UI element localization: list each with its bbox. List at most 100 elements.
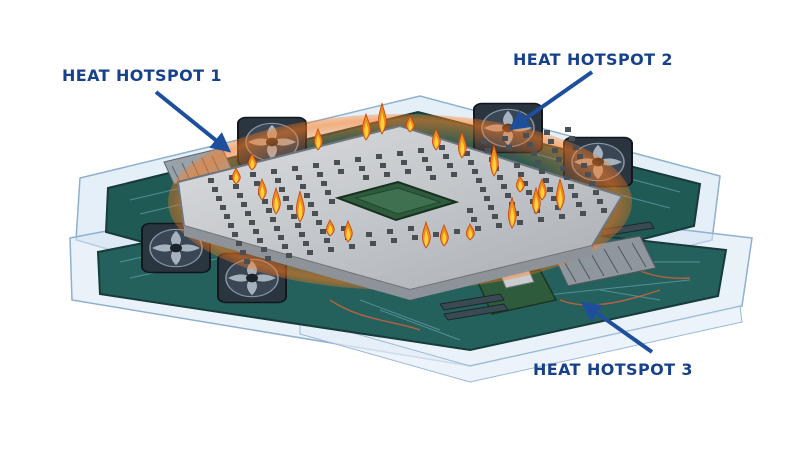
heatsink-pin [577, 154, 583, 159]
heatsink-pin [451, 172, 457, 177]
heatsink-pin [439, 145, 445, 150]
heatsink-pin [480, 187, 486, 192]
flame-icon [421, 220, 431, 249]
heatsink-pin [552, 148, 558, 153]
heatsink-pin [405, 169, 411, 174]
heatsink-pin [467, 208, 473, 213]
heatsink-pin [573, 145, 579, 150]
heatsink-pin [501, 184, 507, 189]
heatsink-pin [224, 214, 230, 219]
heatsink-pin [522, 181, 528, 186]
heatsink-pin [363, 175, 369, 180]
heatsink-pin [236, 241, 242, 246]
flame-icon [247, 153, 257, 171]
heatsink-pin [543, 178, 549, 183]
heatsink-pin [476, 178, 482, 183]
heatsink-pin [355, 157, 361, 162]
heatsink-pin [279, 187, 285, 192]
heatsink-pin [548, 139, 554, 144]
flame-icon [231, 167, 241, 185]
flame-icon [405, 115, 415, 133]
flame-icon [271, 186, 281, 215]
heatsink-pin [349, 244, 355, 249]
heatsink-pin [481, 139, 487, 144]
heatsink-pin [384, 172, 390, 177]
heatsink-pin [380, 163, 386, 168]
heatsink-pin [307, 250, 313, 255]
heatsink-pin [551, 196, 557, 201]
heatsink-pin [257, 238, 263, 243]
heatsink-pin [312, 211, 318, 216]
heatsink-pin [325, 190, 331, 195]
heatsink-pin [475, 226, 481, 231]
heatsink-pin [601, 208, 607, 213]
heatsink-pin [212, 187, 218, 192]
heatsink-pin [387, 229, 393, 234]
heatsink-pin [308, 202, 314, 207]
heatsink-pin [539, 169, 545, 174]
heatsink-pin [249, 220, 255, 225]
flame-icon [465, 223, 475, 241]
heatsink-pin [334, 160, 340, 165]
heatsink-pin [286, 253, 292, 258]
heatsink-pin [271, 169, 277, 174]
heatsink-pin [304, 193, 310, 198]
flame-icon [457, 130, 467, 159]
heatsink-pin [316, 220, 322, 225]
heatsink-pin [505, 193, 511, 198]
heatsink-pin [254, 181, 260, 186]
flame-icon [537, 177, 547, 201]
heatsink-pin [287, 205, 293, 210]
heatsink-pin [300, 184, 306, 189]
flame-icon [361, 112, 371, 141]
heatsink-pin [585, 172, 591, 177]
heatsink-pin [397, 151, 403, 156]
heatsink-pin [303, 241, 309, 246]
heatsink-pin [328, 247, 334, 252]
heatsink-pin [472, 169, 478, 174]
heatsink-pin [366, 232, 372, 237]
heatsink-pin [468, 160, 474, 165]
heatsink-pin [321, 181, 327, 186]
heatsink-pin [338, 169, 344, 174]
heatsink-pin [576, 202, 582, 207]
heatsink-pin [565, 127, 571, 132]
processor-chip-icon [334, 180, 460, 222]
flame-icon [431, 127, 441, 151]
heatsink-pin [471, 217, 477, 222]
heatsink-pin [240, 250, 246, 255]
heatsink-pin [418, 148, 424, 153]
callout-arrow-icon [154, 90, 232, 153]
heatsink-pin [233, 184, 239, 189]
flame-icon [439, 223, 449, 247]
heatsink-pin [275, 178, 281, 183]
heatsink-pin [278, 235, 284, 240]
heatsink-pin [535, 160, 541, 165]
heatsink-pin [589, 181, 595, 186]
flame-icon [313, 127, 323, 151]
heatsink-pin [232, 232, 238, 237]
heatsink-pin [244, 259, 250, 264]
callout-arrow-icon [508, 70, 594, 131]
heatsink-pin [359, 166, 365, 171]
flame-icon [489, 144, 499, 177]
heatsink-pin [506, 145, 512, 150]
heatsink-pin [433, 232, 439, 237]
heatsink-pin [408, 226, 414, 231]
heatsink-pin [569, 136, 575, 141]
heatsink-pin [555, 205, 561, 210]
heatsink-pin [320, 229, 326, 234]
heatsink-pin [559, 214, 565, 219]
heatsink-pin [291, 214, 297, 219]
heatsink-pin [454, 229, 460, 234]
heatsink-pin-grid [208, 127, 607, 264]
heatsink-pin [216, 196, 222, 201]
heatsink-pin [564, 175, 570, 180]
heatsink-pin [376, 154, 382, 159]
heatsink-pin [527, 142, 533, 147]
flame-icon [325, 219, 335, 237]
heatsink-pin [401, 160, 407, 165]
heatsink-pin [485, 148, 491, 153]
heatsink-pin [597, 199, 603, 204]
heatsink-pin [447, 163, 453, 168]
